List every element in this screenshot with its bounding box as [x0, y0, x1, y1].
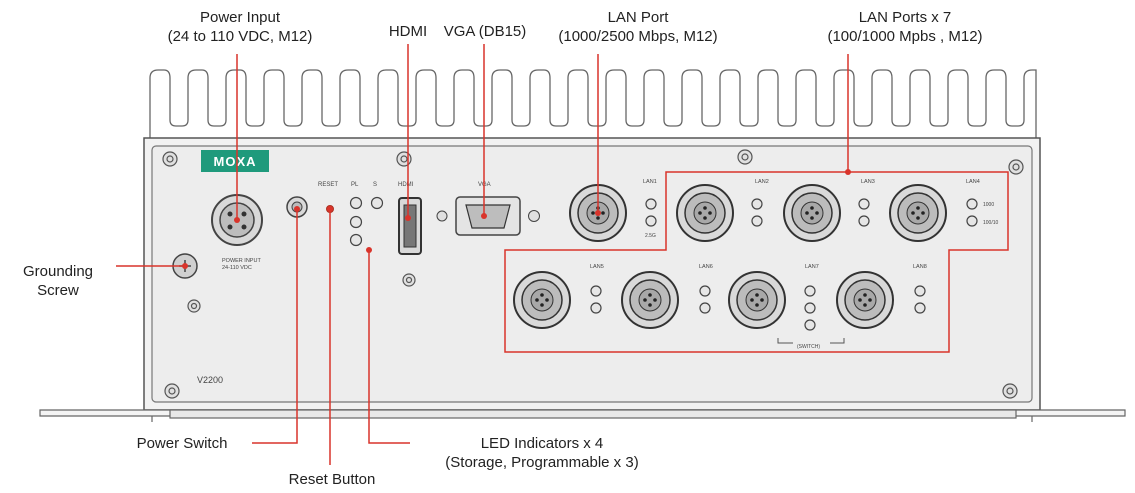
lan8-led-1 — [914, 285, 926, 297]
callout-led-indicators-detail: (Storage, Programmable x 3) — [445, 454, 639, 471]
lan1-speed-label: 2.5G — [645, 233, 656, 239]
lan2-led-2 — [751, 215, 763, 227]
lan3-led-2 — [858, 215, 870, 227]
lan3-label: LAN3 — [861, 179, 875, 185]
lan8-label: LAN8 — [913, 264, 927, 270]
lan4-connector — [889, 184, 947, 242]
lan1-led-2 — [645, 215, 657, 227]
callout-vga: VGA (DB15) — [438, 22, 532, 41]
callout-power-input-title: Power Input — [199, 9, 281, 26]
mounting-base — [39, 409, 1126, 422]
lan7-led-2 — [804, 302, 816, 314]
callout-power-switch-title: Power Switch — [136, 435, 228, 452]
lan6-led-1 — [699, 285, 711, 297]
callout-dots — [182, 169, 851, 269]
callout-lan-port-detail: (1000/2500 Mbps, M12) — [558, 28, 718, 45]
lan7-led-3 — [804, 319, 816, 331]
power-input-label: POWER INPUT — [222, 258, 261, 264]
callout-grounding-screw-title: Grounding — [22, 263, 94, 280]
lan8-led-2 — [914, 302, 926, 314]
callout-lan-ports-x7-detail: (100/1000 Mpbs , M12) — [827, 28, 983, 45]
lan5-label: LAN5 — [590, 264, 604, 270]
lan3-connector — [783, 184, 841, 242]
callout-power-input-detail: (24 to 110 VDC, M12) — [167, 28, 313, 45]
callout-hdmi-title: HDMI — [388, 23, 428, 40]
lan5-connector — [513, 271, 571, 329]
lan6-connector — [621, 271, 679, 329]
lan2-label: LAN2 — [755, 179, 769, 185]
callout-power-input: Power Input (24 to 110 VDC, M12) — [140, 8, 340, 46]
switch-bracket — [777, 338, 845, 344]
led-indicators — [349, 196, 384, 247]
lan5-led-2 — [590, 302, 602, 314]
callout-lan-ports-x7-title: LAN Ports x 7 — [858, 9, 952, 26]
hdmi-port — [398, 197, 422, 255]
lan7-connector — [728, 271, 786, 329]
pl-label: PL — [351, 182, 359, 188]
callout-lan-port: LAN Port (1000/2500 Mbps, M12) — [548, 8, 728, 46]
model-label: V2200 — [197, 375, 223, 385]
callout-lines — [116, 44, 849, 465]
lan4-speed-100-label: 100/10 — [983, 220, 999, 226]
lan1-led-1 — [645, 198, 657, 210]
lan6-label: LAN6 — [699, 264, 713, 270]
heatsink-fins — [149, 69, 1037, 140]
lan5-led-1 — [590, 285, 602, 297]
moxa-logo — [201, 150, 269, 172]
callout-reset-button-title: Reset Button — [288, 471, 376, 488]
callout-grounding-screw: Grounding Screw — [4, 262, 112, 300]
lan4-label: LAN4 — [966, 179, 980, 185]
vga-port — [455, 196, 521, 236]
lan4-speed-1000-label: 1000 — [983, 202, 994, 208]
lan7-led-1 — [804, 285, 816, 297]
callout-power-switch: Power Switch — [112, 434, 252, 453]
callout-vga-title: VGA (DB15) — [443, 23, 527, 40]
lan7-label: LAN7 — [805, 264, 819, 270]
callout-led-indicators: LED Indicators x 4 (Storage, Programmabl… — [412, 434, 672, 472]
storage-label: S — [373, 182, 377, 188]
power-input-range-label: 24-110 VDC — [222, 265, 252, 271]
hdmi-side-screw — [436, 210, 448, 222]
hdmi-port-label: HDMI — [398, 182, 414, 188]
switch-note-label: (SWITCH) — [797, 344, 820, 350]
lan4-led-1 — [966, 198, 978, 210]
lan4-led-2 — [966, 215, 978, 227]
lan8-connector — [836, 271, 894, 329]
reset-label: RESET — [318, 182, 338, 188]
lan6-led-2 — [699, 302, 711, 314]
callout-led-indicators-title: LED Indicators x 4 — [480, 435, 604, 452]
front-panel — [151, 145, 1033, 403]
lan-switch-group-outline — [504, 171, 1009, 353]
callout-hdmi: HDMI — [370, 22, 446, 41]
lan2-connector — [676, 184, 734, 242]
vga-side-screw — [528, 210, 540, 222]
lan-ports — [513, 184, 978, 331]
lan2-led-1 — [751, 198, 763, 210]
callout-lan-ports-x7: LAN Ports x 7 (100/1000 Mpbs , M12) — [790, 8, 1020, 46]
callout-reset-button: Reset Button — [262, 470, 402, 489]
callout-lan-port-title: LAN Port — [607, 9, 669, 26]
moxa-logo-text: MOXA — [214, 154, 257, 169]
callout-grounding-screw-detail: Screw — [37, 282, 79, 299]
lan3-led-1 — [858, 198, 870, 210]
lan1-label: LAN1 — [643, 179, 657, 185]
